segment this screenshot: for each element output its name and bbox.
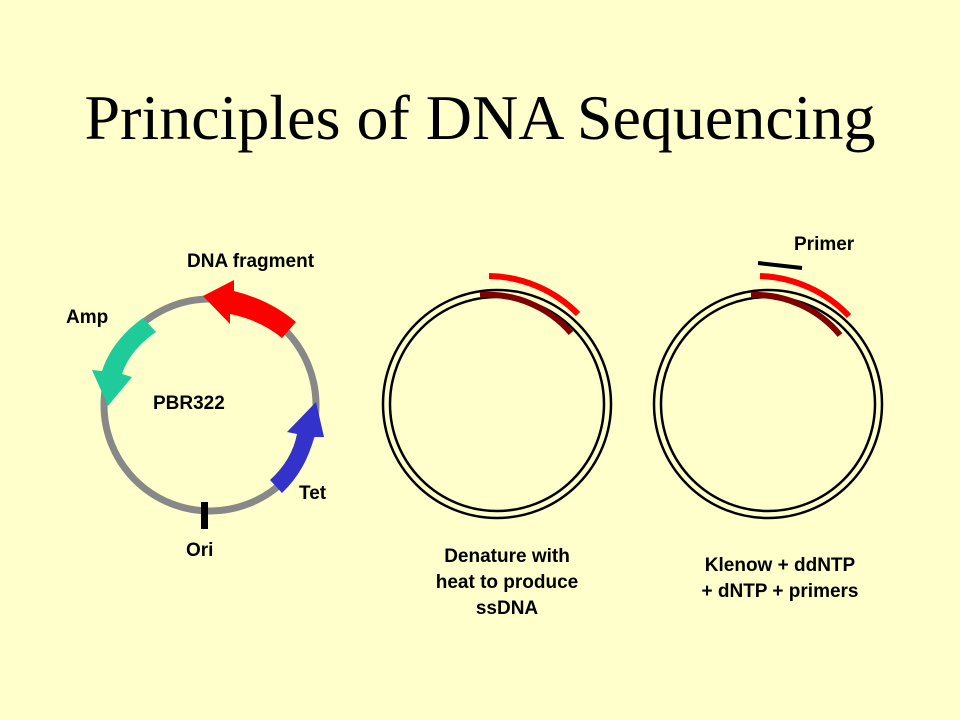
caption-line: + dNTP + primers	[701, 581, 859, 602]
dna-fragment-arrow	[203, 280, 296, 338]
slide-title: Principles of DNA Sequencing	[84, 82, 876, 153]
caption-line: heat to produce	[435, 572, 579, 593]
step-1-caption: Denature with heat to produce ssDNA	[407, 544, 607, 622]
outer-strand	[652, 288, 884, 520]
tet-arrow	[270, 402, 324, 493]
inner-strand	[659, 295, 877, 513]
amp-arrow	[92, 318, 156, 406]
tet-label: Tet	[299, 483, 327, 504]
inner-strand	[388, 295, 606, 513]
dna-fragment-label: DNA fragment	[187, 251, 315, 272]
ssdna-circles	[381, 273, 613, 520]
dark-red-strand-segment	[750, 291, 843, 337]
plasmid-name-label: PBR322	[153, 393, 225, 414]
step-2-caption: Klenow + ddNTP + dNTP + primers	[670, 553, 890, 605]
caption-line: Denature with	[444, 546, 570, 567]
ori-marker	[201, 502, 208, 529]
amp-label: Amp	[66, 307, 108, 328]
plasmid-pbr322: PBR322 DNA fragment Amp Tet Ori	[66, 251, 327, 561]
caption-line: Klenow + ddNTP	[704, 555, 856, 576]
outer-strand	[381, 288, 613, 520]
primer-circles: Primer	[652, 234, 884, 520]
red-strand-segment	[759, 273, 852, 319]
red-strand-segment	[488, 273, 581, 317]
primer-label: Primer	[794, 234, 855, 255]
ori-label: Ori	[186, 540, 213, 561]
dark-red-strand-segment	[479, 291, 574, 335]
primer-segment	[757, 261, 803, 270]
caption-line: ssDNA	[475, 598, 539, 619]
